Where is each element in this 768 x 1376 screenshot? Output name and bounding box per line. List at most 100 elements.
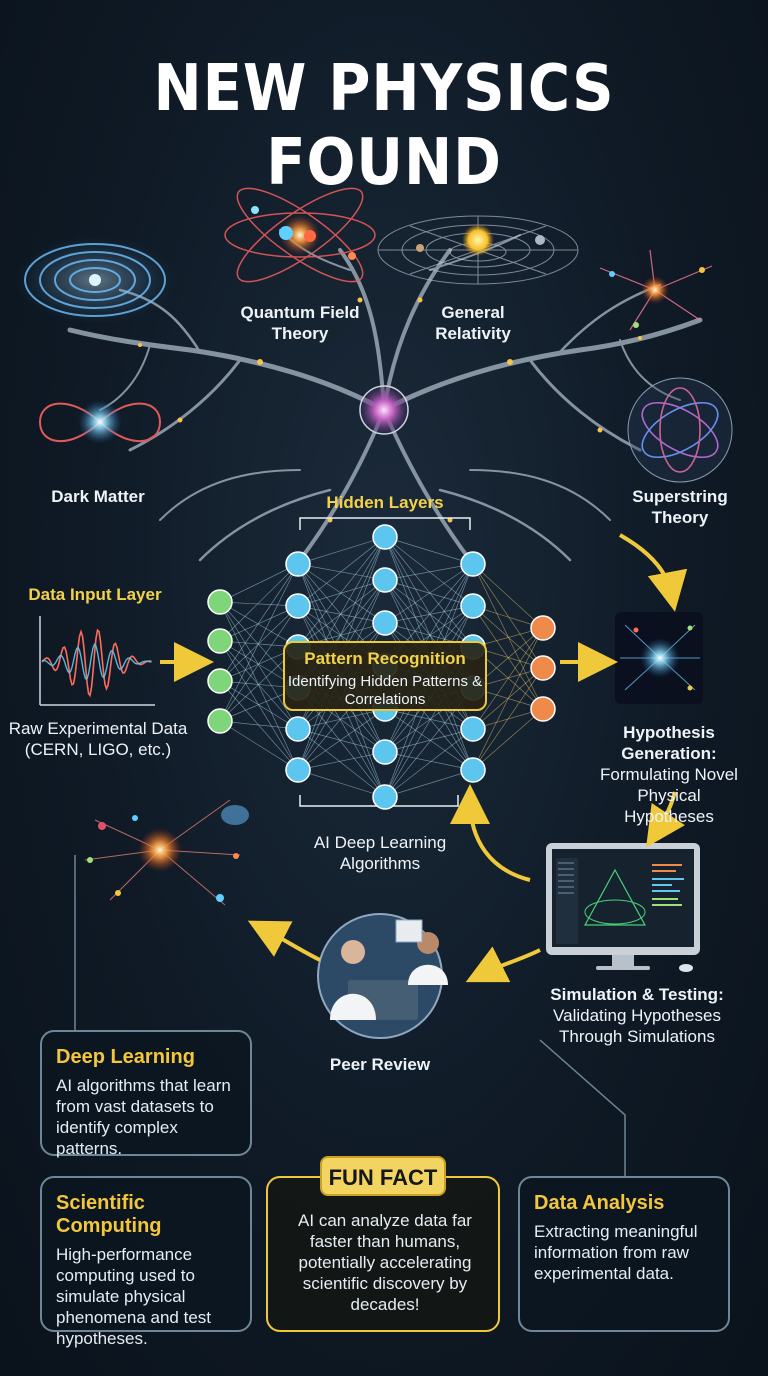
network-edge — [384, 728, 474, 798]
arrow-hypothesis-to-simulation — [646, 791, 685, 848]
spiral-galaxy-illustration — [15, 236, 175, 324]
network-edge — [297, 728, 386, 798]
card-scientific-computing-text: High-performance computing used to simul… — [56, 1245, 212, 1348]
network-edge — [297, 769, 386, 798]
card-scientific-computing-title: Scientific Computing — [56, 1192, 162, 1237]
simulation-text: Validating Hypotheses Through Simulation… — [553, 1006, 721, 1046]
network-node-hidden2 — [372, 524, 398, 550]
network-edge — [219, 640, 299, 730]
dark-matter-illustration — [38, 400, 162, 444]
network-edge — [472, 563, 544, 629]
network-edge — [384, 728, 474, 753]
arrow-tree-to-hypothesis — [619, 533, 688, 612]
pattern-recognition-box: Pattern Recognition Identifying Hidden P… — [283, 641, 487, 711]
network-edge — [297, 563, 386, 581]
network-edge — [297, 563, 386, 624]
network-edge — [297, 536, 386, 648]
network-edge — [297, 536, 386, 565]
label-dark-matter: Dark Matter — [51, 487, 145, 506]
network-edge — [472, 605, 544, 669]
network-node-hidden2 — [372, 567, 398, 593]
label-peer-review: Peer Review — [329, 1055, 431, 1074]
network-node-output — [530, 696, 556, 722]
network-node-input — [207, 708, 233, 734]
simulation-testing-label: Simulation & Testing: Validating Hypothe… — [550, 984, 724, 1047]
network-node-hidden1 — [285, 716, 311, 742]
network-edge — [384, 769, 474, 798]
network-node-hidden1 — [285, 757, 311, 783]
card-data-analysis-text: Extracting meaningful information from r… — [534, 1222, 698, 1283]
network-edge — [219, 720, 299, 771]
arrow-peer-review-to-collision — [247, 920, 321, 962]
network-edge — [297, 728, 386, 753]
network-edge — [472, 627, 544, 730]
particle-burst-illustration — [599, 249, 713, 331]
label-data-input-layer: Data Input Layer — [28, 585, 162, 604]
page-title: NEW PHYSICS FOUND — [153, 52, 615, 200]
spacetime-grid-illustration — [377, 215, 579, 285]
network-edge — [384, 708, 474, 730]
hypothesis-title: Hypothesis Generation: — [621, 723, 717, 763]
hypothesis-burst-illustration — [615, 612, 703, 704]
network-edge — [219, 680, 299, 730]
network-node-hidden1 — [285, 551, 311, 577]
network-edge — [297, 708, 386, 730]
network-edge — [219, 563, 299, 603]
network-edge — [297, 579, 386, 648]
label-raw-experimental-data: Raw Experimental Data (CERN, LIGO, etc.) — [8, 719, 188, 759]
label-hidden-layers: Hidden Layers — [326, 493, 444, 512]
simulation-monitor-illustration — [546, 843, 700, 972]
network-node-hidden2 — [372, 784, 398, 810]
network-edge — [219, 563, 299, 642]
network-node-hidden2 — [372, 739, 398, 765]
network-edge — [472, 708, 544, 771]
network-edge — [384, 579, 474, 607]
network-node-hidden3 — [460, 593, 486, 619]
simulation-title: Simulation & Testing: — [550, 985, 724, 1004]
network-node-hidden3 — [460, 716, 486, 742]
fun-fact-text: AI can analyze data far faster than huma… — [298, 1211, 472, 1314]
neuron-soma — [359, 385, 409, 435]
particle-collision-illustration — [84, 799, 249, 906]
peer-review-illustration — [317, 913, 448, 1039]
label-ai-algorithms: AI Deep Learning Algorithms — [313, 833, 447, 873]
network-node-hidden3 — [460, 757, 486, 783]
card-scientific-computing: Scientific Computing High-performance co… — [40, 1176, 252, 1348]
network-edge — [219, 720, 299, 730]
network-edge — [472, 627, 544, 771]
network-edge — [472, 667, 544, 771]
pattern-recognition-text: Identifying Hidden Patterns & Correlatio… — [287, 673, 483, 708]
card-data-analysis: Data Analysis Extracting meaningful info… — [518, 1176, 730, 1332]
network-edge — [219, 680, 299, 771]
network-edge — [219, 601, 299, 648]
network-node-output — [530, 655, 556, 681]
network-edge — [384, 751, 474, 771]
network-edge — [219, 605, 299, 682]
network-node-input — [207, 628, 233, 654]
network-edge — [219, 563, 299, 682]
network-edge — [384, 536, 474, 607]
network-edge — [219, 563, 299, 722]
network-edge — [384, 536, 474, 648]
card-data-analysis-title: Data Analysis — [534, 1192, 665, 1214]
network-node-input — [207, 668, 233, 694]
network-edge — [219, 605, 299, 722]
hidden-layers-bracket — [299, 517, 471, 530]
hypothesis-generation-label: Hypothesis Generation: Formulating Novel… — [578, 722, 760, 827]
fun-fact-title: FUN FACT — [320, 1156, 446, 1196]
network-edge — [219, 601, 299, 607]
network-edge — [297, 605, 386, 624]
label-general-relativity: General Relativity — [435, 303, 511, 343]
network-edge — [472, 563, 544, 669]
card-deep-learning: Deep Learning AI algorithms that learn f… — [40, 1030, 252, 1158]
network-node-hidden3 — [460, 551, 486, 577]
network-edge — [384, 579, 474, 648]
network-edge — [219, 605, 299, 642]
pattern-recognition-title: Pattern Recognition — [304, 649, 466, 668]
arrow-simulation-to-network — [450, 784, 531, 882]
network-edge — [297, 536, 386, 607]
network-edge — [384, 563, 474, 581]
network-node-input — [207, 589, 233, 615]
flow-arrows — [160, 533, 688, 983]
network-edge — [297, 579, 386, 607]
